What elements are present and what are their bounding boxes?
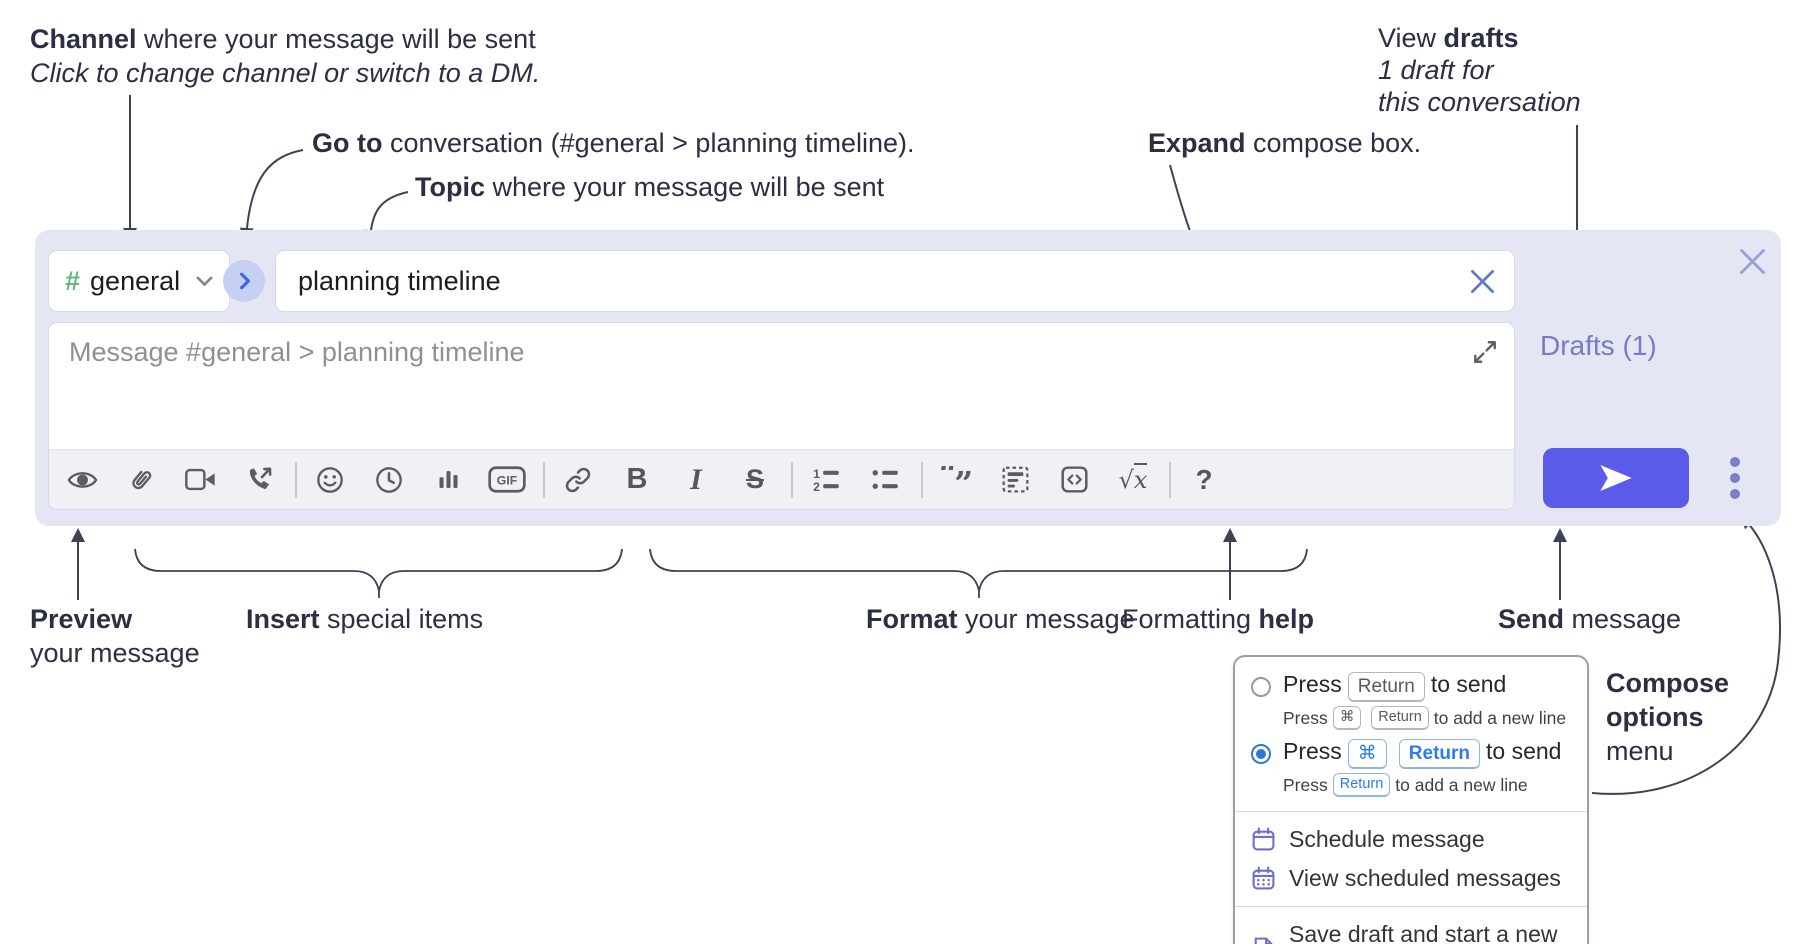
send-plane-icon: [1598, 463, 1634, 493]
key-cmd: ⌘: [1332, 706, 1362, 730]
compose-options-menu-button[interactable]: [1730, 457, 1740, 499]
preview-annotation: Preview your message: [30, 604, 200, 668]
code-icon[interactable]: [1055, 461, 1093, 499]
key-return: Return: [1371, 706, 1429, 730]
calendar-grid-icon: [1251, 866, 1276, 891]
drafts-link[interactable]: Drafts (1): [1540, 330, 1657, 361]
expand-compose-icon[interactable]: [1472, 339, 1498, 370]
channel-selector[interactable]: # general: [48, 250, 231, 312]
menu-divider: [1235, 811, 1587, 812]
format-annotation: Format your message: [866, 604, 1135, 634]
audio-call-icon[interactable]: [240, 461, 278, 499]
brace-format: [649, 548, 1308, 598]
go-to-conversation-button[interactable]: [223, 260, 265, 302]
line-goto: [239, 149, 304, 242]
svg-text:1: 1: [813, 467, 820, 481]
insert-annotation: Insert special items: [246, 604, 484, 634]
send-annotation: Send message: [1498, 604, 1682, 634]
radio-button[interactable]: [1251, 743, 1271, 764]
key-return: Return: [1347, 672, 1425, 702]
key-return: Return: [1398, 739, 1481, 769]
compose-box: # general GIF B I S 12: [35, 230, 1781, 526]
preview-icon[interactable]: [63, 461, 101, 499]
topic-input-wrapper: [275, 250, 1515, 312]
attach-icon[interactable]: [122, 461, 160, 499]
help-icon[interactable]: ?: [1195, 463, 1213, 495]
channel-annotation: Channel where your message will be sent …: [30, 24, 541, 88]
bold-icon[interactable]: B: [626, 463, 648, 495]
gif-icon[interactable]: GIF: [488, 461, 526, 499]
close-compose-icon[interactable]: [1737, 246, 1768, 282]
toolbar-divider: [791, 461, 793, 498]
quote-icon[interactable]: “”: [937, 461, 975, 499]
svg-text:2: 2: [813, 480, 820, 493]
hash-icon: #: [65, 265, 81, 296]
svg-text:”: ”: [954, 466, 973, 493]
video-call-icon[interactable]: [181, 461, 219, 499]
compose-options-annotation: Compose options menu: [1606, 668, 1730, 766]
emoji-icon[interactable]: [311, 461, 349, 499]
key-cmd: ⌘: [1347, 739, 1387, 769]
toolbar-divider: [1169, 461, 1171, 498]
poll-icon[interactable]: [429, 461, 467, 499]
spoiler-icon[interactable]: [996, 461, 1034, 499]
time-icon[interactable]: [370, 461, 408, 499]
clear-topic-icon[interactable]: [1469, 268, 1496, 300]
radio-button[interactable]: [1251, 676, 1271, 697]
draft-document-icon: [1251, 936, 1276, 944]
calendar-icon: [1251, 827, 1276, 852]
expand-annotation: Expand compose box.: [1148, 128, 1422, 158]
message-input[interactable]: [49, 323, 1514, 447]
toolbar-divider: [295, 461, 297, 498]
send-button[interactable]: [1543, 448, 1689, 508]
svg-text:GIF: GIF: [497, 474, 518, 488]
drafts-annotation: View drafts 1 draft for this conversatio…: [1378, 23, 1581, 117]
topic-input[interactable]: [276, 251, 1514, 311]
view-scheduled-messages-item[interactable]: View scheduled messages: [1235, 859, 1587, 898]
save-draft-item[interactable]: Save draft and start a new message: [1235, 915, 1587, 944]
channel-name: general: [90, 265, 181, 296]
chevron-down-icon: [196, 276, 213, 287]
menu-divider: [1235, 906, 1587, 907]
svg-text:“: “: [940, 466, 958, 493]
brace-insert: [134, 548, 623, 598]
message-box: GIF B I S 12 “” √x?: [48, 322, 1515, 510]
schedule-message-item[interactable]: Schedule message: [1235, 820, 1587, 859]
math-icon[interactable]: √x: [1114, 461, 1152, 499]
key-return: Return: [1332, 773, 1391, 797]
formatting-help-annotation: Formatting help: [1122, 604, 1315, 634]
chevron-right-icon: [239, 272, 251, 290]
topic-annotation: Topic where your message will be sent: [415, 172, 885, 202]
toolbar-divider: [543, 461, 545, 498]
toolbar-divider: [921, 461, 923, 498]
bulleted-list-icon[interactable]: [866, 461, 904, 499]
goto-annotation: Go to conversation (#general > planning …: [312, 128, 915, 158]
italic-icon[interactable]: I: [690, 462, 702, 496]
strikethrough-icon[interactable]: S: [745, 464, 764, 494]
link-icon[interactable]: [559, 461, 597, 499]
